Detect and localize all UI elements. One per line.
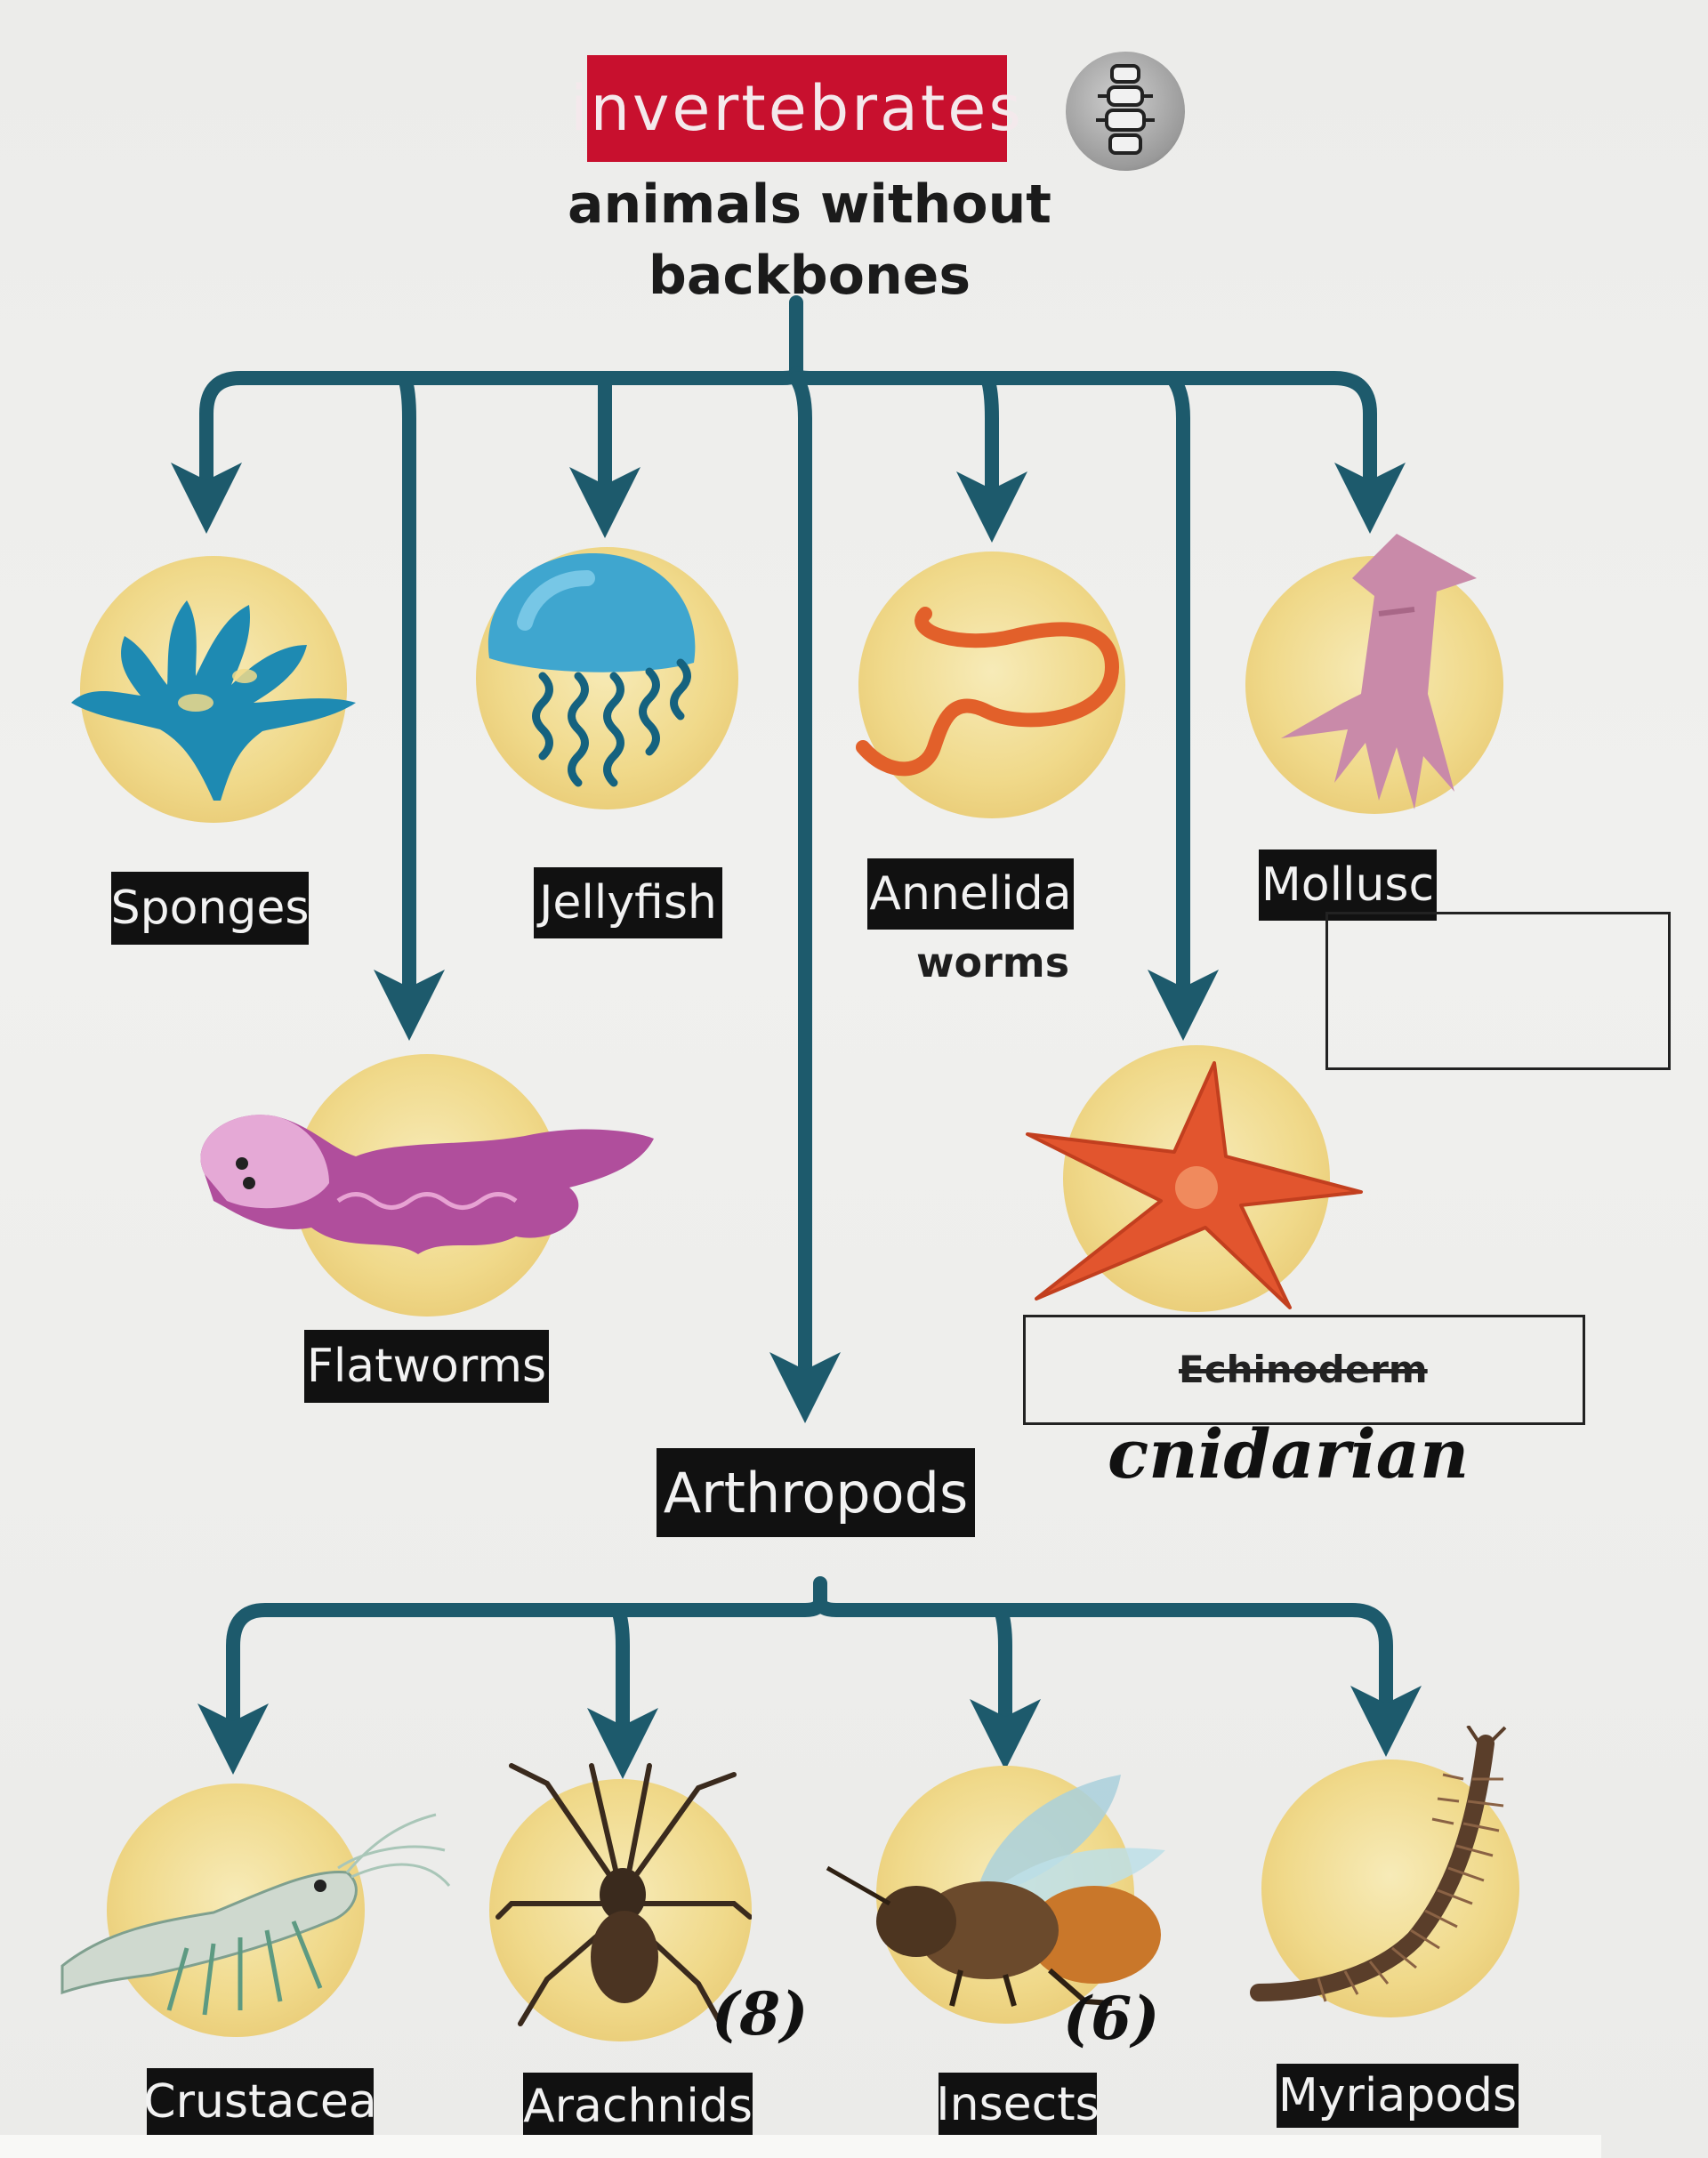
label-annelida: Annelida: [867, 858, 1074, 930]
worm-icon: [856, 607, 1120, 777]
answer-box-lower[interactable]: [1023, 1315, 1585, 1425]
label-crustacea: Crustacea: [143, 2068, 377, 2136]
shrimp-icon: [60, 1813, 451, 2016]
spine-icon: [1066, 52, 1185, 171]
answer-box-upper[interactable]: [1325, 912, 1671, 1070]
label-mollusc: Mollusc: [1259, 850, 1437, 921]
label-echinoderm-struck: Echinoderm: [1179, 1348, 1428, 1391]
label-sponges: Sponges: [111, 872, 309, 945]
page-subtitle: animals without backbones: [568, 173, 1051, 307]
label-jellyfish: Jellyfish: [534, 867, 722, 938]
handwritten-arachnids-note: (8): [712, 1979, 809, 2049]
squid-icon: [1281, 534, 1477, 809]
label-arachnids: Arachnids: [523, 2073, 753, 2140]
page-title: invertebrates: [570, 55, 1021, 162]
label-flatworms: Flatworms: [304, 1330, 549, 1403]
starfish-icon: [1026, 1061, 1363, 1309]
bee-icon: [826, 1775, 1165, 2007]
paper-edge: [0, 2135, 1601, 2158]
centipede-icon: [1250, 1726, 1507, 2002]
flatworm-icon: [200, 1115, 655, 1254]
jellyfish-icon: [487, 552, 696, 787]
label-arthropods: Arthropods: [657, 1448, 975, 1537]
handwritten-insects-note: (6): [1063, 1984, 1160, 2053]
handwritten-cnidarian: cnidarian: [1108, 1414, 1470, 1494]
label-myriapods: Myriapods: [1277, 2064, 1519, 2128]
label-insects: Insects: [936, 2073, 1100, 2137]
label-annelida-note: worms: [916, 938, 1070, 986]
sponge-icon: [71, 600, 356, 801]
spider-icon: [495, 1763, 752, 2026]
